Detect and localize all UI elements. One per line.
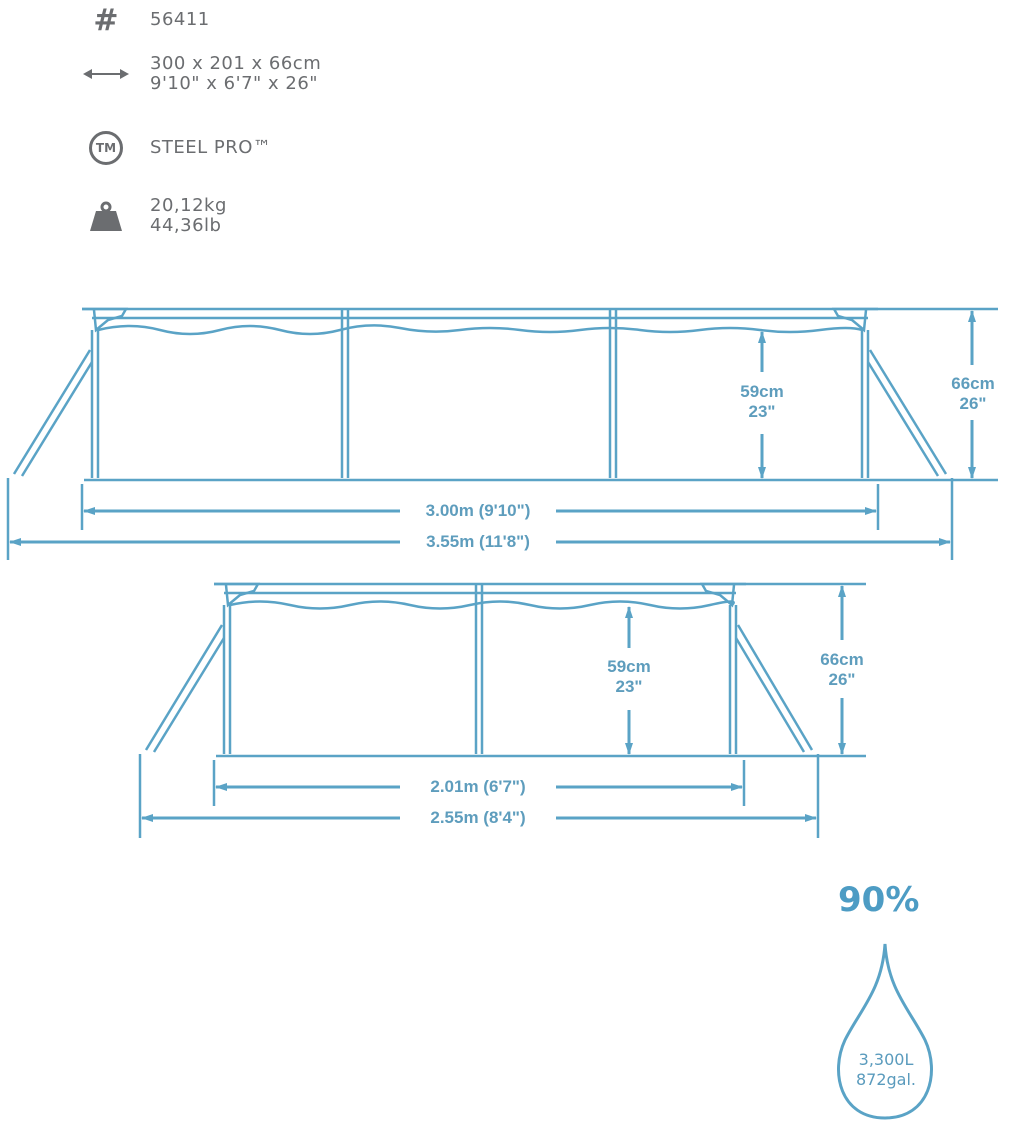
trademark-icon: TM xyxy=(80,128,132,168)
spec-model-number: # 56411 xyxy=(80,0,210,40)
long-total-height-label: 66cm 26" xyxy=(951,374,995,413)
double-arrow-icon xyxy=(80,54,132,94)
spec-brand: TM STEEL PRO™ xyxy=(80,128,271,168)
short-outer-width-label: 2.55m (8'4") xyxy=(400,808,556,828)
long-inner-length-label: 3.00m (9'10") xyxy=(400,501,556,521)
short-side-dimension-lines xyxy=(141,585,846,822)
dimensions-imperial: 9'10" x 6'7" x 26" xyxy=(150,73,319,94)
brand-name: STEEL PRO™ xyxy=(150,137,272,158)
capacity-liters: 3,300L xyxy=(858,1050,914,1069)
weight-metric: 20,12kg xyxy=(150,195,227,216)
water-drop-icon xyxy=(837,943,933,1120)
weight-icon xyxy=(80,196,132,236)
capacity-gallons: 872gal. xyxy=(855,1070,917,1089)
hash-icon: # xyxy=(93,2,119,38)
long-side-dimension-lines xyxy=(9,310,976,546)
model-number: 56411 xyxy=(150,9,210,30)
dimensions-metric: 300 x 201 x 66cm xyxy=(150,53,322,74)
capacity-text: 3,300L 872gal. xyxy=(836,1050,936,1090)
spec-weight: 20,12kg 44,36lb xyxy=(80,196,227,236)
long-outer-length-label: 3.55m (11'8") xyxy=(400,532,556,552)
fill-percentage: 90% xyxy=(838,880,920,920)
short-side-pool-drawing xyxy=(138,582,866,838)
short-water-height-label: 59cm 23" xyxy=(607,657,651,696)
long-water-height-label: 59cm 23" xyxy=(740,382,784,421)
spec-dimensions: 300 x 201 x 66cm 9'10" x 6'7" x 26" xyxy=(80,54,321,94)
weight-imperial: 44,36lb xyxy=(150,215,222,236)
short-total-height-label: 66cm 26" xyxy=(820,650,864,689)
short-inner-width-label: 2.01m (6'7") xyxy=(400,777,556,797)
long-side-pool-drawing xyxy=(6,307,998,560)
